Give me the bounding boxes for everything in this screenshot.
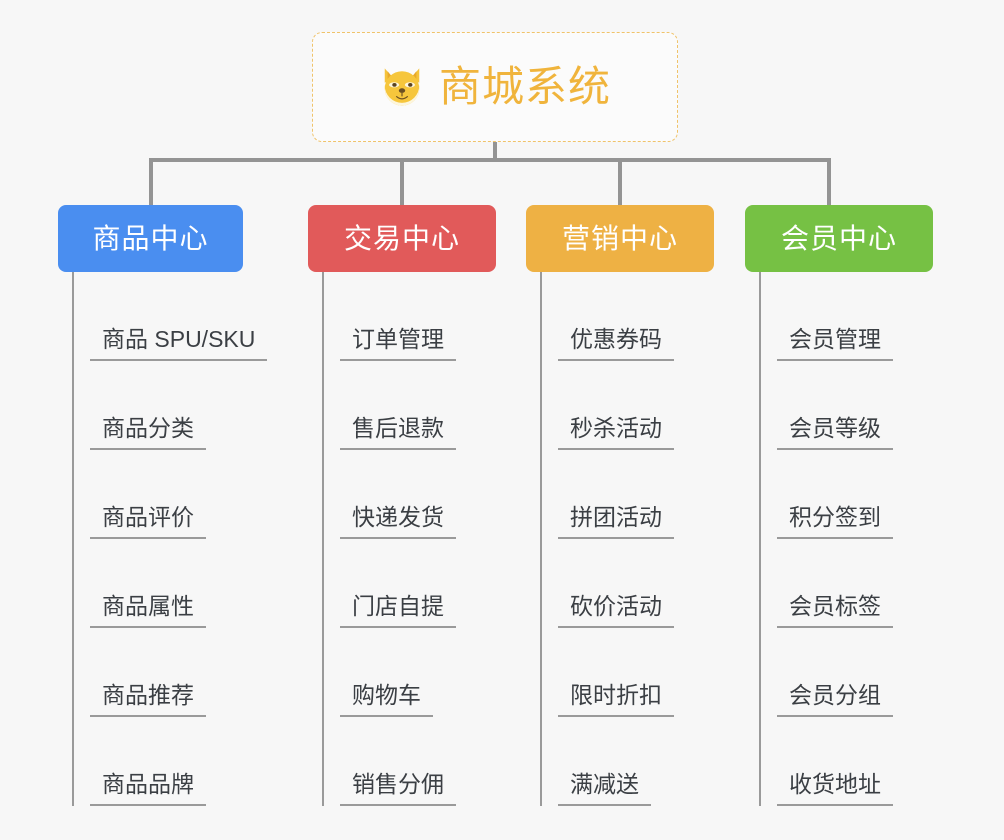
- leaf-item[interactable]: 门店自提: [308, 539, 496, 628]
- leaf-spine-3: [540, 272, 542, 806]
- leaf-label: 订单管理: [340, 328, 456, 361]
- leaf-label: 购物车: [340, 684, 433, 717]
- category-box-4[interactable]: 会员中心: [745, 205, 933, 272]
- leaf-label: 砍价活动: [558, 595, 674, 628]
- leaf-label: 会员管理: [777, 328, 893, 361]
- connector-root-stem: [493, 142, 497, 162]
- leaf-item[interactable]: 砍价活动: [526, 539, 714, 628]
- leaf-spine-4: [759, 272, 761, 806]
- leaf-label: 积分签到: [777, 506, 893, 539]
- leaf-label: 收货地址: [777, 773, 893, 806]
- root-node[interactable]: 商城系统: [312, 32, 678, 142]
- leaf-item[interactable]: 商品 SPU/SKU: [58, 272, 268, 361]
- category-label-1: 商品中心: [92, 222, 209, 254]
- leaf-item[interactable]: 会员等级: [745, 361, 933, 450]
- leaf-label: 售后退款: [340, 417, 456, 450]
- connector-drop-1: [149, 158, 153, 205]
- category-box-3[interactable]: 营销中心: [526, 205, 714, 272]
- connector-drop-4: [827, 158, 831, 205]
- leaf-list-3: 优惠券码 秒杀活动 拼团活动 砍价活动 限时折扣 满减送: [526, 272, 714, 806]
- leaf-label: 商品品牌: [90, 773, 206, 806]
- leaf-label: 优惠券码: [558, 328, 674, 361]
- category-label-4: 会员中心: [780, 222, 897, 254]
- leaf-item[interactable]: 秒杀活动: [526, 361, 714, 450]
- leaf-label: 拼团活动: [558, 506, 674, 539]
- branch-column-2: 交易中心 订单管理 售后退款 快递发货 门店自提 购物车 销售分佣: [308, 205, 496, 806]
- leaf-spine-2: [322, 272, 324, 806]
- category-label-2: 交易中心: [343, 222, 460, 254]
- leaf-label: 商品评价: [90, 506, 206, 539]
- leaf-item[interactable]: 商品推荐: [58, 628, 267, 717]
- leaf-label: 销售分佣: [340, 773, 456, 806]
- category-box-2[interactable]: 交易中心: [308, 205, 496, 272]
- leaf-item[interactable]: 满减送: [526, 717, 714, 806]
- leaf-item[interactable]: 会员管理: [745, 272, 933, 361]
- leaf-spine-1: [72, 272, 74, 806]
- leaf-label: 会员标签: [777, 595, 893, 628]
- leaf-item[interactable]: 销售分佣: [308, 717, 496, 806]
- branch-column-3: 营销中心 优惠券码 秒杀活动 拼团活动 砍价活动 限时折扣 满减送: [526, 205, 714, 806]
- leaf-label: 商品推荐: [90, 684, 206, 717]
- leaf-item[interactable]: 限时折扣: [526, 628, 714, 717]
- leaf-item[interactable]: 优惠券码: [526, 272, 714, 361]
- leaf-item[interactable]: 商品分类: [58, 361, 267, 450]
- leaf-list-4: 会员管理 会员等级 积分签到 会员标签 会员分组 收货地址: [745, 272, 933, 806]
- dog-face-icon: [384, 68, 420, 106]
- leaf-list-2: 订单管理 售后退款 快递发货 门店自提 购物车 销售分佣: [308, 272, 496, 806]
- leaf-item[interactable]: 售后退款: [308, 361, 496, 450]
- leaf-label: 商品 SPU/SKU: [90, 328, 268, 361]
- branch-column-4: 会员中心 会员管理 会员等级 积分签到 会员标签 会员分组 收货地址: [745, 205, 933, 806]
- leaf-label: 快递发货: [340, 506, 456, 539]
- category-label-3: 营销中心: [561, 222, 678, 254]
- leaf-label: 门店自提: [340, 595, 456, 628]
- leaf-label: 限时折扣: [558, 684, 674, 717]
- category-box-1[interactable]: 商品中心: [58, 205, 243, 272]
- branch-column-1: 商品中心 商品 SPU/SKU 商品分类 商品评价 商品属性 商品推荐 商品品牌: [58, 205, 268, 806]
- leaf-item[interactable]: 积分签到: [745, 450, 933, 539]
- leaf-item[interactable]: 快递发货: [308, 450, 496, 539]
- connector-horizontal-bus: [149, 158, 831, 162]
- leaf-list-1: 商品 SPU/SKU 商品分类 商品评价 商品属性 商品推荐 商品品牌: [58, 272, 268, 806]
- leaf-item[interactable]: 拼团活动: [526, 450, 714, 539]
- leaf-label: 秒杀活动: [558, 417, 674, 450]
- leaf-item[interactable]: 订单管理: [308, 272, 496, 361]
- connector-drop-3: [618, 158, 622, 205]
- root-title: 商城系统: [438, 63, 611, 110]
- leaf-item[interactable]: 会员标签: [745, 539, 933, 628]
- leaf-item[interactable]: 商品评价: [58, 450, 267, 539]
- leaf-item[interactable]: 收货地址: [745, 717, 933, 806]
- leaf-item[interactable]: 商品品牌: [58, 717, 267, 806]
- leaf-label: 会员等级: [777, 417, 893, 450]
- leaf-label: 商品分类: [90, 417, 206, 450]
- leaf-item[interactable]: 商品属性: [58, 539, 267, 628]
- leaf-label: 商品属性: [90, 595, 206, 628]
- connector-drop-2: [400, 158, 404, 205]
- leaf-item[interactable]: 会员分组: [745, 628, 933, 717]
- leaf-item[interactable]: 购物车: [308, 628, 496, 717]
- leaf-label: 满减送: [558, 773, 651, 806]
- leaf-label: 会员分组: [777, 684, 893, 717]
